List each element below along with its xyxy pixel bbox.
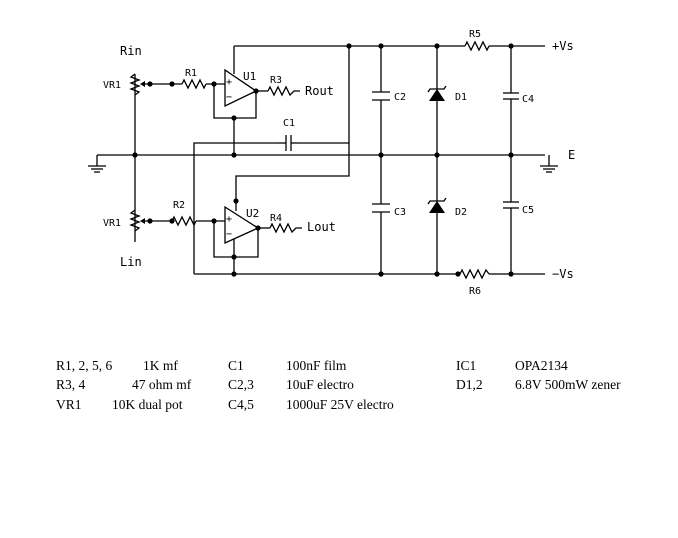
- part-ref: R3, 4: [56, 377, 86, 392]
- part-value: 1K mf: [143, 358, 178, 373]
- label-lin: Lin: [120, 255, 142, 269]
- op-amp-u1: [224, 68, 258, 108]
- u1-minus-sign: −: [226, 92, 232, 103]
- part-value: 47 ohm mf: [132, 377, 192, 392]
- label-r6: R6: [469, 286, 481, 297]
- label-ground-e: E: [568, 148, 575, 162]
- label-vr1-top: VR1: [103, 80, 121, 91]
- part-ref: R1, 2, 5, 6: [56, 358, 113, 373]
- zener-d2: [427, 197, 447, 213]
- resistor-r1: [181, 78, 207, 90]
- label-rout: Rout: [305, 84, 334, 98]
- capacitor-c5: [503, 201, 519, 209]
- label-c4: C4: [522, 94, 534, 105]
- label-r5: R5: [469, 29, 481, 40]
- pot-vr1-top: [129, 73, 145, 96]
- u1-plus-sign: +: [226, 77, 232, 88]
- part-ref: IC1: [456, 358, 477, 373]
- u2-plus-sign: +: [226, 214, 232, 225]
- label-c3: C3: [394, 207, 406, 218]
- capacitor-c1: [278, 135, 298, 151]
- resistor-r5: [464, 40, 490, 52]
- capacitor-c3: [372, 203, 390, 213]
- label-rin: Rin: [120, 44, 142, 58]
- resistor-r6: [459, 268, 490, 280]
- label-vs-positive: +Vs: [552, 39, 574, 53]
- label-r4: R4: [270, 213, 282, 224]
- label-c1: C1: [283, 118, 295, 129]
- capacitor-c4: [503, 92, 519, 100]
- part-value: 10uF electro: [286, 377, 354, 392]
- label-d1: D1: [455, 92, 467, 103]
- capacitor-c2: [372, 91, 390, 101]
- part-ref: C2,3: [228, 377, 254, 392]
- circuit-schematic: Rin Lin VR1 VR1 R1 R2 R3 R4 R5 R6 U1 U2 …: [88, 29, 575, 297]
- label-c2: C2: [394, 92, 406, 103]
- zener-d1: [427, 85, 447, 101]
- part-ref: C4,5: [228, 397, 254, 412]
- label-c5: C5: [522, 205, 534, 216]
- part-ref: C1: [228, 358, 244, 373]
- part-value: 1000uF 25V electro: [286, 397, 394, 412]
- part-value: 10K dual pot: [112, 397, 183, 412]
- label-u1: U1: [243, 70, 256, 83]
- part-value: OPA2134: [515, 358, 568, 373]
- label-r3: R3: [270, 75, 282, 86]
- label-d2: D2: [455, 207, 467, 218]
- part-value: 6.8V 500mW zener: [515, 377, 621, 392]
- part-value: 100nF film: [286, 358, 347, 373]
- pot-vr1-bottom: [129, 209, 145, 232]
- ground-symbol-left: [88, 165, 106, 173]
- resistor-r3: [267, 85, 300, 97]
- junction-dots: [132, 43, 514, 277]
- resistor-r4: [269, 222, 302, 234]
- ground-symbol-right: [540, 165, 558, 173]
- part-ref: D1,2: [456, 377, 483, 392]
- label-vs-negative: −Vs: [552, 267, 574, 281]
- label-lout: Lout: [307, 220, 336, 234]
- u2-minus-sign: −: [226, 229, 232, 240]
- label-r1: R1: [185, 68, 197, 79]
- label-u2: U2: [246, 207, 259, 220]
- part-ref: VR1: [56, 397, 82, 412]
- label-vr1-bottom: VR1: [103, 218, 121, 229]
- label-r2: R2: [173, 200, 185, 211]
- resistor-r2: [171, 215, 197, 227]
